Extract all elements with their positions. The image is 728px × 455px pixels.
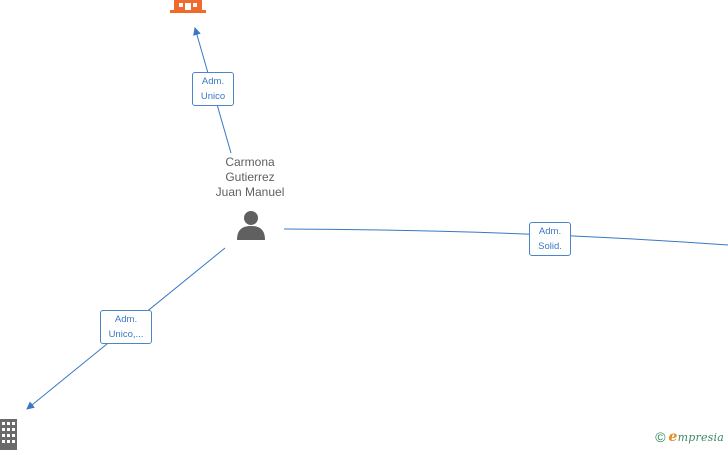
edge-to-right [283,228,728,246]
copyright-icon: © [655,429,666,445]
relation-detail: Solid. [538,241,562,252]
person-name[interactable]: Carmona Gutierrez Juan Manuel [215,155,285,199]
company-node-bottom[interactable] [0,419,20,455]
relation-detail: Unico,... [108,329,144,340]
relation-role: Adm. [538,226,562,237]
building-icon [0,419,17,450]
person-icon [237,211,265,240]
relation-label-right[interactable]: Adm. Solid. [529,222,571,256]
brand-logo: © empresia [655,429,724,445]
relation-label-top[interactable]: Adm. Unico [192,72,234,106]
company-node-top[interactable] [170,0,206,19]
relation-role: Adm. [114,314,138,325]
brand-wordmark: empresia [668,429,724,445]
relation-label-bottom[interactable]: Adm. Unico,... [100,310,152,344]
relation-detail: Unico [200,91,226,102]
person-node[interactable] [236,210,266,245]
building-icon [170,0,206,13]
relation-role: Adm. [201,76,225,87]
